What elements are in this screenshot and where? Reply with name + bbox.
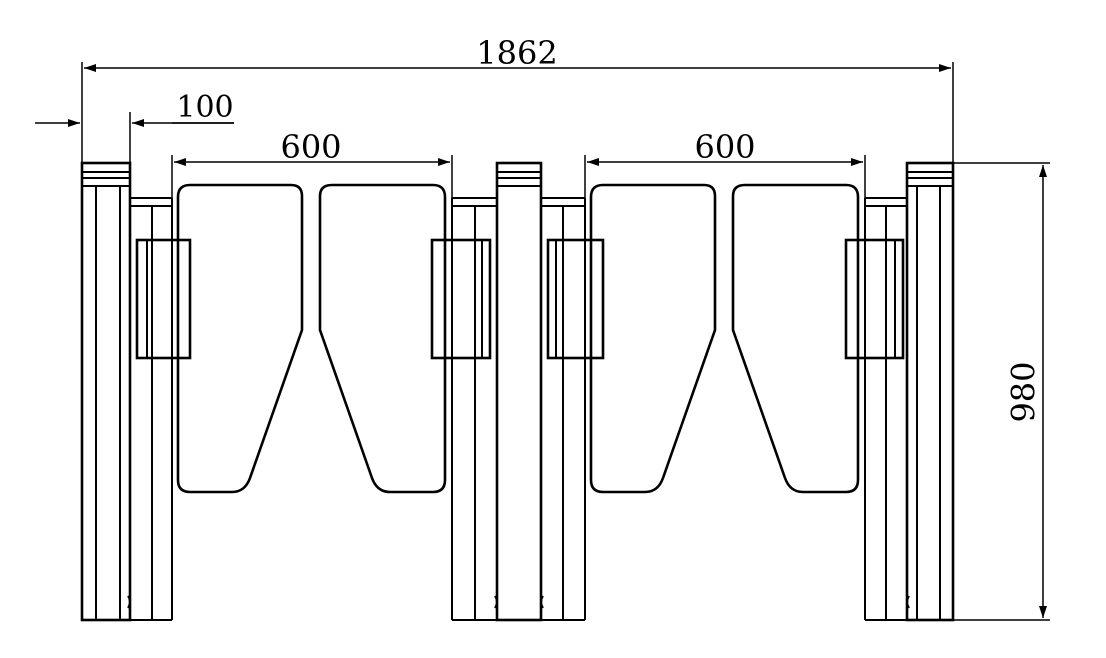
right-passage-wing-left bbox=[589, 183, 717, 494]
dimension-label-height: 980 bbox=[1005, 361, 1043, 422]
dimension-left-passage: 600 bbox=[171, 128, 453, 198]
center-post bbox=[430, 161, 605, 622]
dimension-height: 980 bbox=[950, 162, 1050, 621]
dimension-label-overall-width: 1862 bbox=[476, 34, 557, 72]
right-passage-wing-right bbox=[731, 183, 860, 494]
left-passage-wing-right bbox=[318, 183, 447, 494]
dimension-label-right-passage: 600 bbox=[694, 128, 755, 166]
left-passage-wing-left bbox=[176, 183, 304, 494]
left-end-post bbox=[80, 161, 192, 622]
dimension-overall-width: 1862 bbox=[81, 34, 954, 163]
dimension-post-width: 100 bbox=[35, 90, 234, 198]
dimension-label-post-width: 100 bbox=[176, 90, 233, 125]
right-end-post bbox=[844, 161, 955, 622]
dimension-label-left-passage: 600 bbox=[280, 128, 341, 166]
dimension-right-passage: 600 bbox=[584, 128, 866, 198]
